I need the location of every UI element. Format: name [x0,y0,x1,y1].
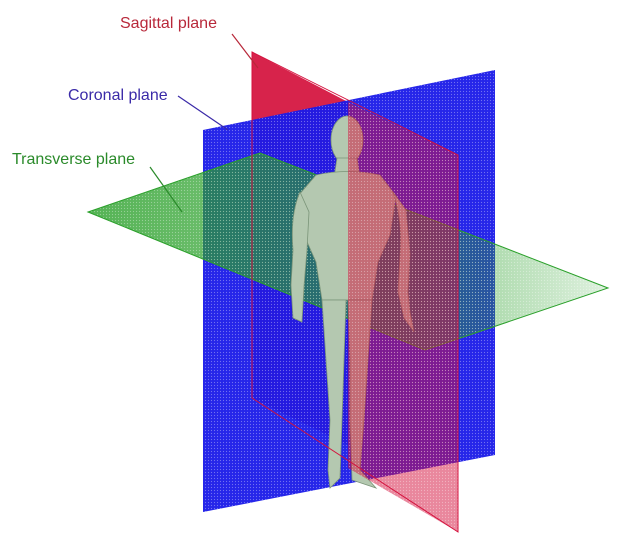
coronal-plane-label: Coronal plane [68,87,168,104]
transverse-leader-line [149,166,183,213]
transverse-plane-label: Transverse plane [12,151,135,168]
sagittal-leader-line [231,33,259,69]
sagittal-plane-label: Sagittal plane [120,15,217,32]
coronal-leader-line [177,95,229,131]
